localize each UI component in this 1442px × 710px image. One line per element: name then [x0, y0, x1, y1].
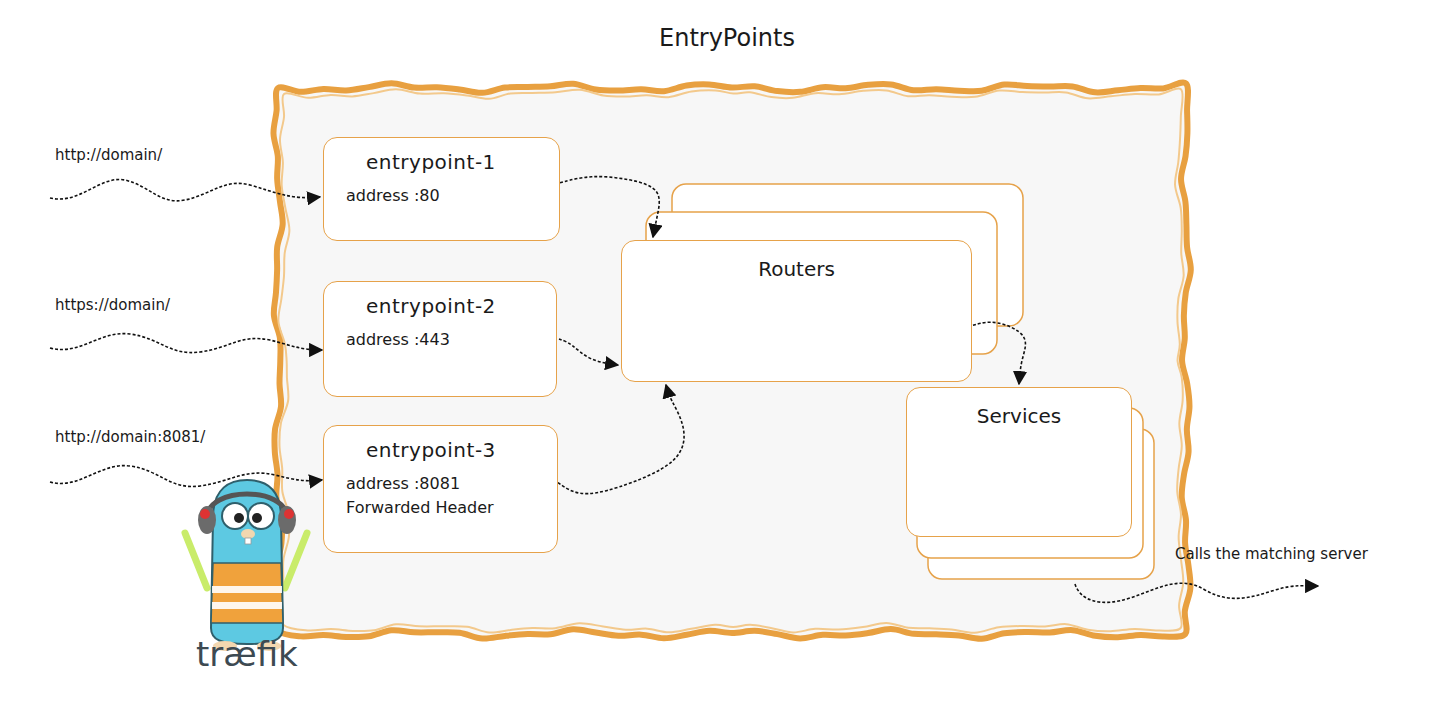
flow-connector [973, 322, 1025, 384]
diagram-title: EntryPoints [659, 24, 795, 52]
gopher-mascot [185, 480, 307, 651]
incoming-arrow [50, 179, 320, 200]
entrypoint-box: entrypoint-3 address :8081Forwarded Heade… [323, 425, 558, 553]
request-label: https://domain/ [55, 296, 170, 314]
node-detail: address :80 [346, 184, 545, 208]
region-outline-inner [278, 88, 1183, 632]
request-label: http://domain:8081/ [55, 428, 205, 446]
output-label: Calls the matching server [1175, 545, 1368, 563]
incoming-arrow [50, 466, 322, 487]
flow-connector [558, 385, 684, 494]
entrypoint-box: entrypoint-1 address :80 [323, 137, 560, 241]
entrypoint-box: entrypoint-2 address :443 [323, 281, 557, 397]
outgoing-arrow [1075, 583, 1318, 602]
node-detail: address :8081 [346, 472, 543, 496]
logo-text: træfik [196, 634, 298, 674]
node-heading: entrypoint-2 [366, 294, 542, 318]
node-heading: entrypoint-3 [366, 438, 543, 462]
router-box: Routers [621, 240, 972, 382]
flow-connector [559, 339, 618, 365]
request-label: http://domain/ [55, 146, 162, 164]
node-heading: entrypoint-1 [366, 150, 545, 174]
node-detail: address :443 [346, 328, 542, 352]
region-outline [273, 82, 1190, 638]
service-box: Services [906, 387, 1132, 537]
flow-connector [560, 177, 659, 237]
node-detail: Forwarded Header [346, 496, 543, 520]
incoming-arrow [50, 334, 322, 353]
node-heading: Services [977, 404, 1061, 428]
node-heading: Routers [758, 257, 835, 281]
